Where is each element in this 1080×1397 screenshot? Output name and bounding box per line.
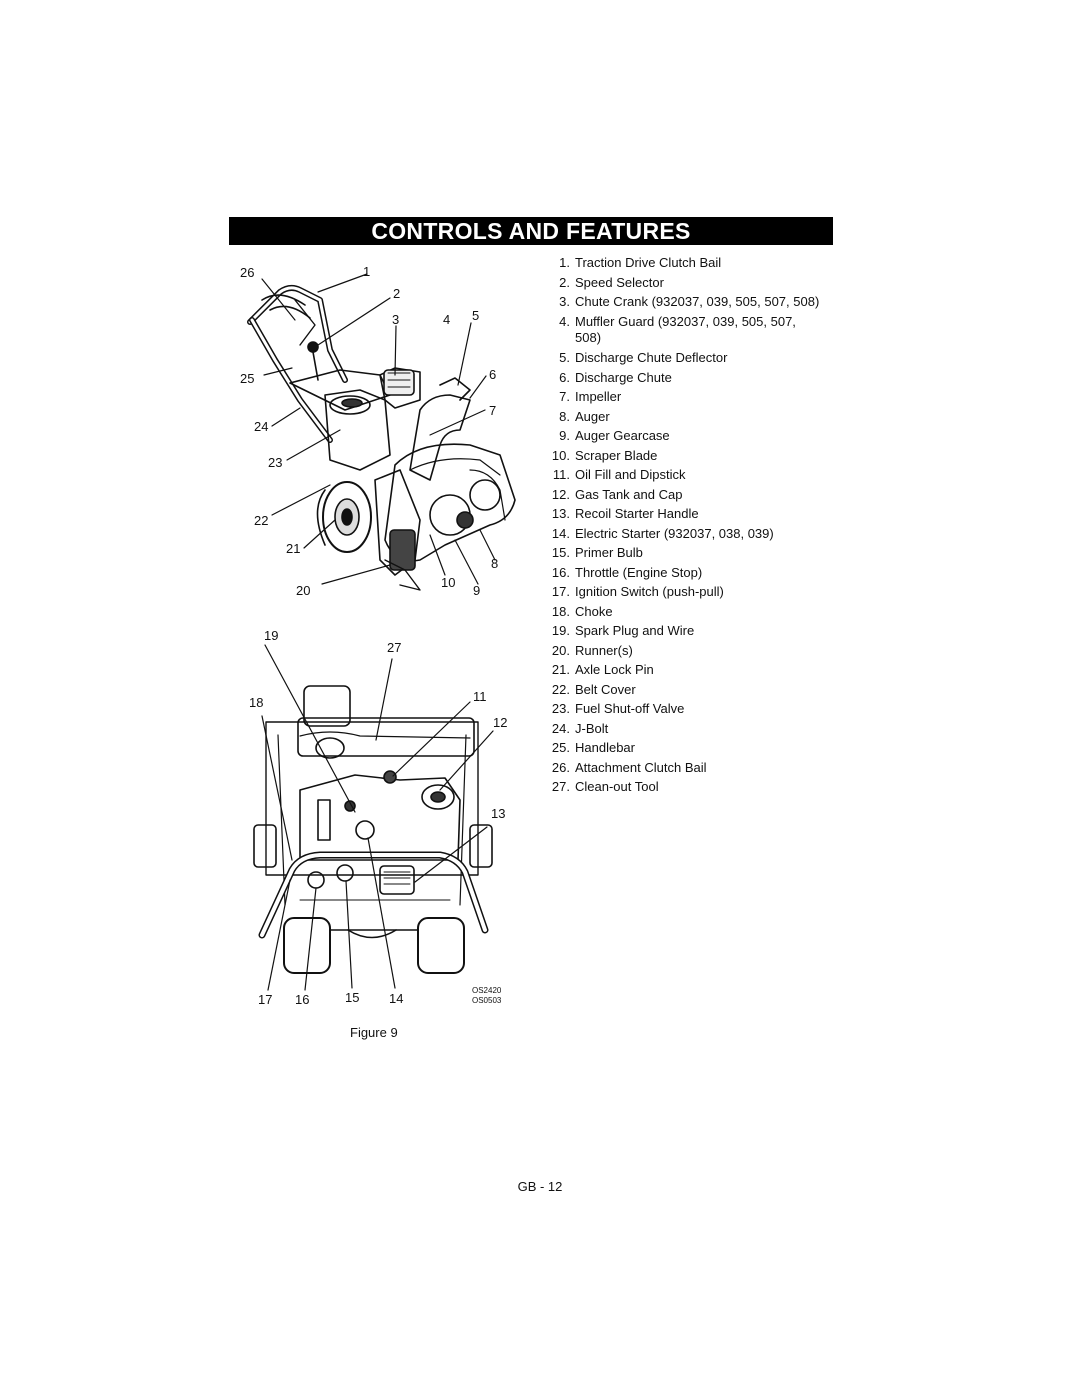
callout-14: 14: [389, 991, 404, 1006]
callout-26: 26: [240, 265, 255, 280]
list-item: 20.Runner(s): [551, 642, 633, 658]
callout-27: 27: [387, 640, 402, 655]
callout-9: 9: [473, 583, 481, 598]
callout-15: 15: [345, 990, 360, 1005]
list-item: 3.Chute Crank (932037, 039, 505, 507, 50…: [559, 294, 820, 309]
callout-2: 2: [393, 286, 401, 301]
list-item: 26.Attachment Clutch Bail: [551, 759, 707, 775]
list-item: 13.Recoil Starter Handle: [551, 506, 699, 521]
callout-13: 13: [491, 806, 506, 821]
list-item: 8.Auger: [559, 408, 610, 424]
callout-3: 3: [392, 312, 400, 327]
list-item: 2.Speed Selector: [559, 274, 664, 290]
callout-18: 18: [249, 695, 264, 710]
list-item: 27.Clean-out Tool: [551, 779, 659, 794]
callout-24: 24: [254, 419, 269, 434]
list-item: 4.Muffler Guard (932037, 039, 505, 507, …: [559, 314, 796, 345]
list-item: 15.Primer Bulb: [551, 545, 643, 560]
list-item: 21.Axle Lock Pin: [551, 662, 654, 677]
callout-21: 21: [286, 541, 301, 556]
callout-20: 20: [296, 583, 311, 598]
page-number: GB - 12: [517, 1179, 563, 1194]
list-item: 25.Handlebar: [551, 740, 635, 755]
snowthrower-side-view: [247, 273, 516, 591]
section-title: CONTROLS AND FEATURES: [371, 218, 691, 244]
image-code-os2420: OS2420: [472, 986, 502, 995]
list-item: 9.Auger Gearcase: [559, 428, 670, 443]
callout-4: 4: [443, 312, 451, 327]
callout-22: 22: [254, 513, 269, 528]
list-item: 22.Belt Cover: [551, 681, 636, 697]
list-item: 16.Throttle (Engine Stop): [551, 564, 703, 580]
list-item: 18.Choke: [551, 603, 613, 619]
list-item: 14.Electric Starter (932037, 038, 039): [551, 525, 774, 541]
callout-23: 23: [268, 455, 283, 470]
list-item: 11.Oil Fill and Dipstick: [552, 467, 686, 482]
section-title-banner: CONTROLS AND FEATURES: [229, 217, 833, 245]
callout-11: 11: [473, 689, 487, 704]
list-item: 1.Traction Drive Clutch Bail: [559, 255, 722, 270]
callout-17: 17: [258, 992, 273, 1007]
list-item: 19.Spark Plug and Wire: [551, 623, 695, 638]
callout-6: 6: [489, 367, 497, 382]
image-code-os0503: OS0503: [472, 996, 502, 1005]
list-item: 23.Fuel Shut-off Valve: [551, 701, 685, 716]
parts-list: 1.Traction Drive Clutch Bail 2.Speed Sel…: [536, 253, 820, 797]
callout-8: 8: [491, 556, 499, 571]
figure-caption: Figure 9: [350, 1025, 398, 1040]
callout-25: 25: [240, 371, 255, 386]
list-item: 10.Scraper Blade: [551, 447, 658, 463]
callout-5: 5: [472, 308, 480, 323]
list-item: 24.J-Bolt: [551, 720, 609, 736]
callout-19: 19: [264, 628, 279, 643]
list-item: 6.Discharge Chute: [559, 369, 672, 385]
list-item: 17.Ignition Switch (push-pull): [551, 584, 724, 599]
list-item: 5.Discharge Chute Deflector: [559, 350, 728, 365]
list-item: 12.Gas Tank and Cap: [551, 486, 683, 502]
list-item: 7.Impeller: [559, 389, 622, 404]
callout-12: 12: [493, 715, 508, 730]
callout-7: 7: [489, 403, 497, 418]
callout-1: 1: [363, 264, 371, 279]
snowthrower-rear-view: [253, 644, 494, 991]
callout-16: 16: [295, 992, 310, 1007]
callout-10: 10: [441, 575, 456, 590]
